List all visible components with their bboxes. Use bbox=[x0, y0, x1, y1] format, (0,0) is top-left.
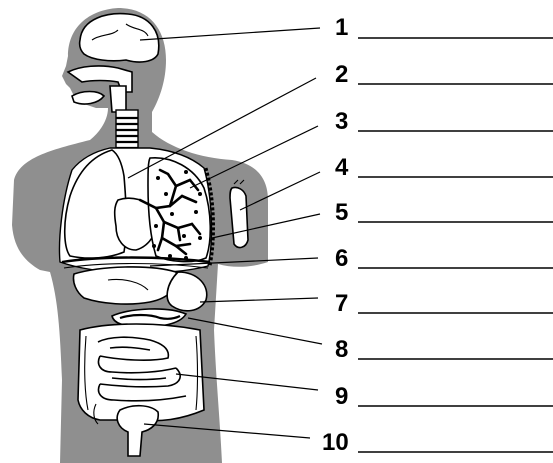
brain bbox=[80, 14, 159, 62]
label-number-2: 2 bbox=[335, 61, 348, 88]
label-number-7: 7 bbox=[335, 290, 348, 317]
label-number-6: 6 bbox=[335, 245, 348, 272]
label-number-8: 8 bbox=[335, 336, 348, 363]
label-number-9: 9 bbox=[335, 383, 348, 410]
label-number-5: 5 bbox=[335, 199, 348, 226]
label-numbers: 1 2 3 4 5 6 7 8 9 10 bbox=[322, 14, 349, 456]
liver bbox=[73, 267, 176, 304]
label-number-3: 3 bbox=[335, 108, 348, 135]
label-number-10: 10 bbox=[322, 429, 349, 456]
label-number-1: 1 bbox=[335, 14, 348, 41]
answer-lines bbox=[358, 38, 553, 452]
label-number-4: 4 bbox=[335, 154, 349, 181]
